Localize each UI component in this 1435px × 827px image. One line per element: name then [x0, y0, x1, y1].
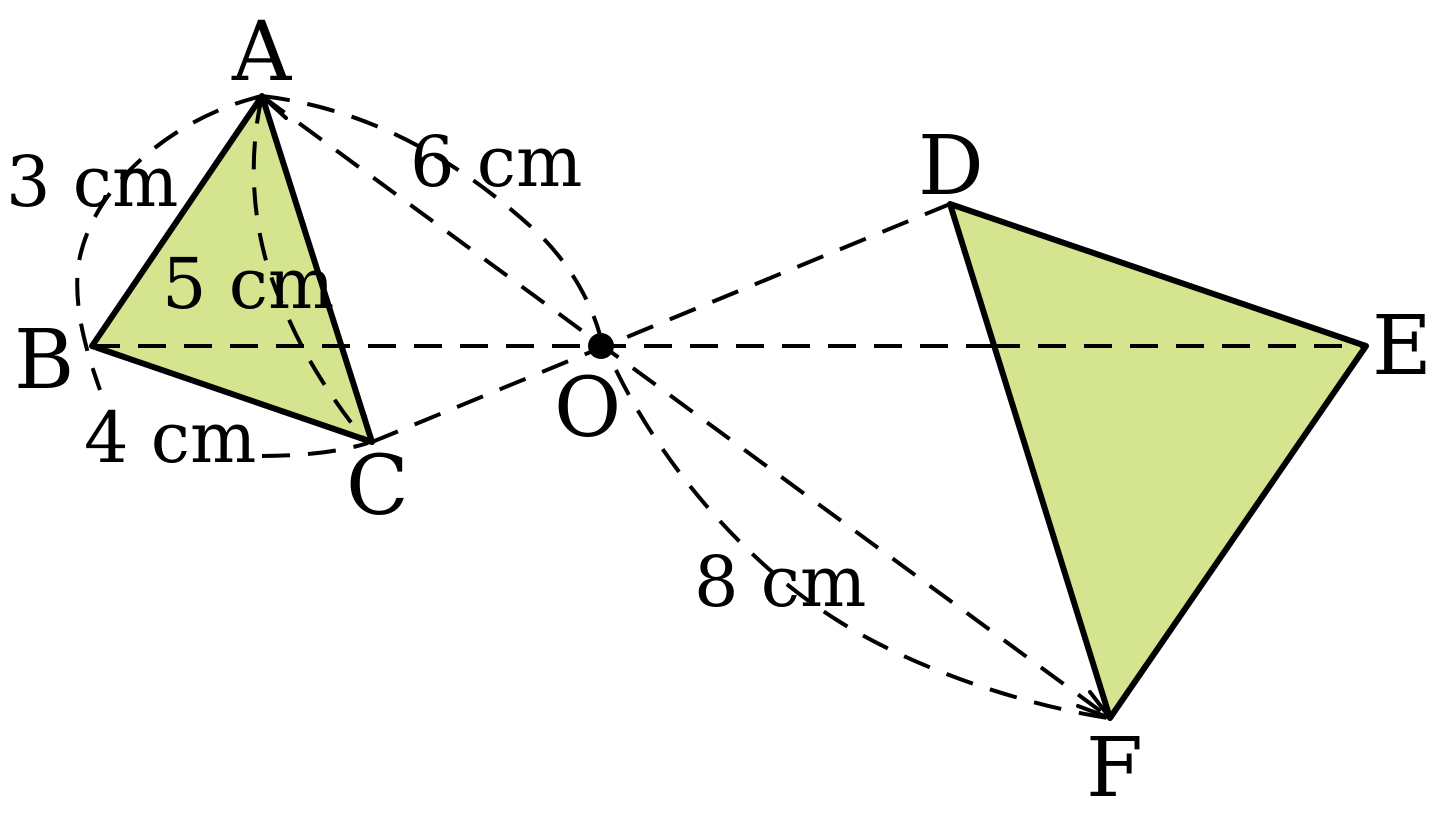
- measure-bc: 4 cm: [84, 397, 256, 479]
- arc-b-to-c: [261, 441, 369, 458]
- measure-ab: 3 cm: [6, 141, 178, 223]
- label-c: C: [346, 439, 409, 534]
- measure-oa: 6 cm: [410, 121, 582, 203]
- label-o: O: [554, 361, 621, 456]
- label-d: D: [918, 119, 984, 214]
- triangle-abc: [89, 93, 375, 445]
- label-b: B: [14, 313, 74, 408]
- segment-a-f: [260, 94, 1112, 720]
- measure-of: 8 cm: [694, 541, 866, 623]
- center-point-o: [588, 333, 614, 359]
- arc-a-to-b: [75, 94, 263, 391]
- arc-a-to-o: [261, 94, 602, 336]
- triangle-def: [947, 201, 1369, 721]
- label-a: A: [231, 5, 293, 100]
- label-f: F: [1086, 721, 1143, 816]
- segment-c-d: [371, 202, 951, 444]
- label-e: E: [1372, 299, 1432, 394]
- arc-a-to-c-over-abc: [251, 95, 367, 442]
- arc-o-to-f: [614, 369, 1109, 720]
- measure-ac-arc: 5 cm: [162, 243, 334, 325]
